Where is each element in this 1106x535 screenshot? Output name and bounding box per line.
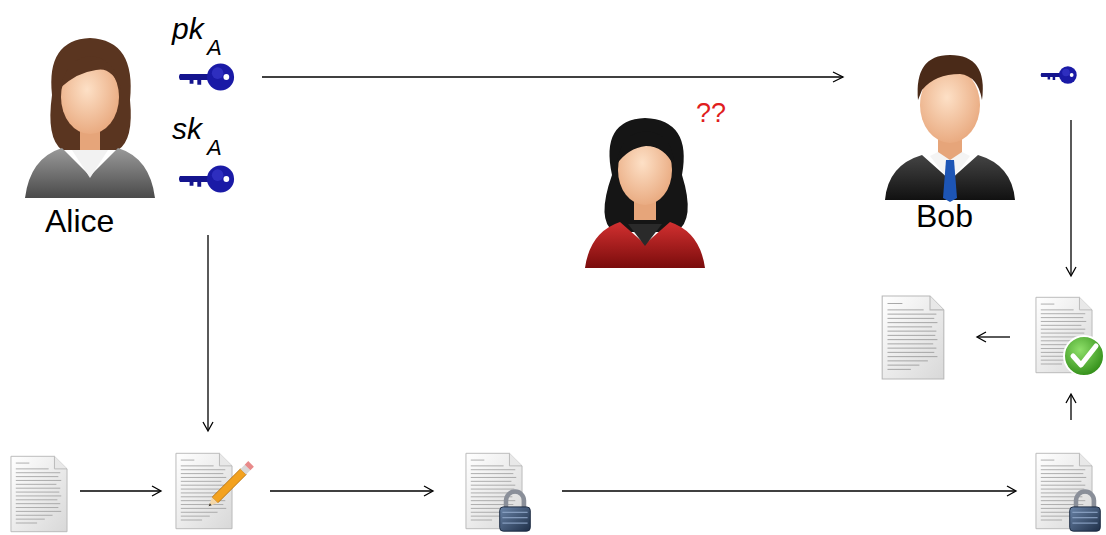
accepted-document (882, 296, 944, 379)
pencil-icon (206, 461, 254, 509)
key-subscript: A (207, 37, 222, 59)
public-key-icon (179, 63, 234, 90)
flow-arrows (80, 120, 1076, 496)
person-bob: Bob (843, 40, 1058, 240)
eve-illustration (585, 118, 705, 268)
check-icon (1064, 336, 1104, 376)
plain-document (11, 456, 67, 531)
padlock-icon (1070, 492, 1101, 532)
person-eve: ?? (580, 95, 740, 270)
padlock-icon (500, 492, 531, 532)
bob-key-icon (1041, 66, 1077, 84)
bob-illustration (885, 55, 1015, 202)
secret-key-icon (179, 165, 234, 192)
key-subscript: A (207, 137, 222, 159)
person-alice: Alice (10, 10, 262, 250)
node-label: ?? (696, 100, 726, 127)
key-label: pk (172, 14, 204, 44)
alice-illustration (25, 38, 155, 198)
node-label: Alice (45, 205, 114, 237)
key-label: sk (172, 114, 202, 144)
node-label: Bob (916, 200, 973, 232)
key-transfer-arrow (262, 72, 843, 82)
